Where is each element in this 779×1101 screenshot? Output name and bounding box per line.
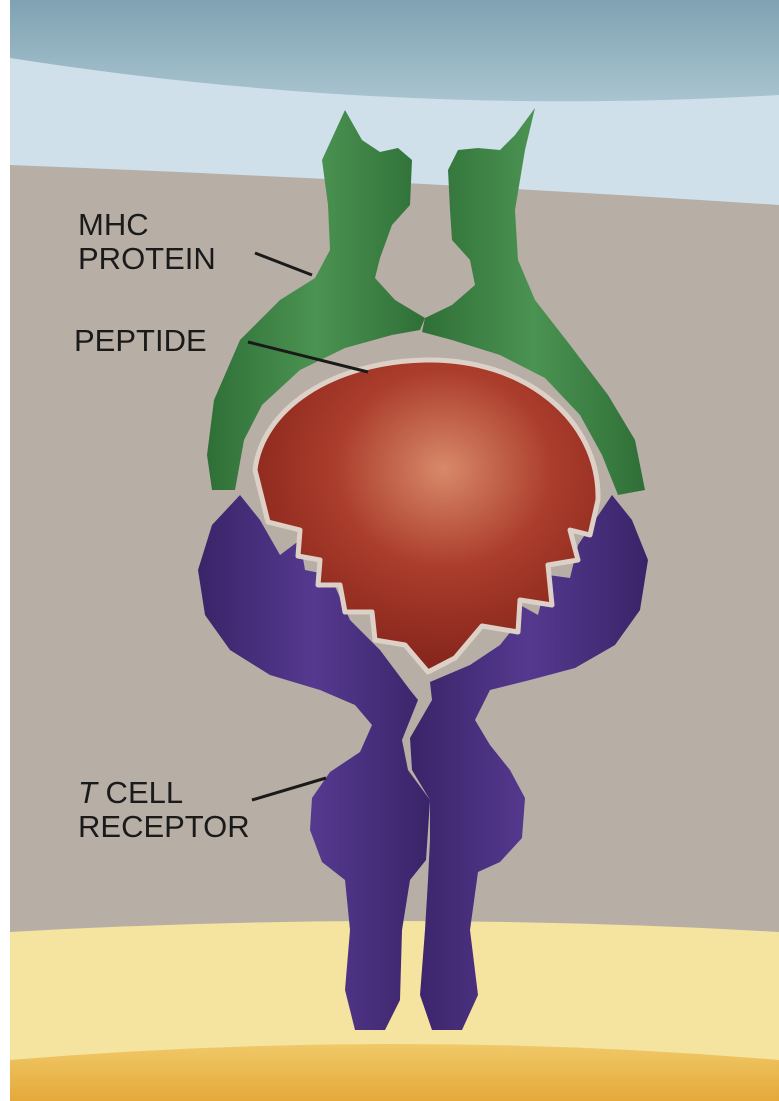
peptide-label-text: PEPTIDE bbox=[74, 324, 207, 358]
tcr-label-line2: RECEPTOR bbox=[78, 810, 250, 844]
mhc-label-line1: MHC bbox=[78, 208, 216, 242]
mhc-label-line2: PROTEIN bbox=[78, 242, 216, 276]
tcr-label-italic-t: T bbox=[78, 775, 97, 810]
mhc-protein-label: MHC PROTEIN bbox=[78, 208, 216, 276]
tcr-label-cell: CELL bbox=[97, 775, 183, 810]
t-cell-receptor-label: T CELL RECEPTOR bbox=[78, 776, 250, 844]
tcr-label-line1: T CELL bbox=[78, 776, 250, 810]
bottom-cell-body bbox=[10, 1044, 779, 1101]
peptide-label: PEPTIDE bbox=[74, 324, 207, 358]
